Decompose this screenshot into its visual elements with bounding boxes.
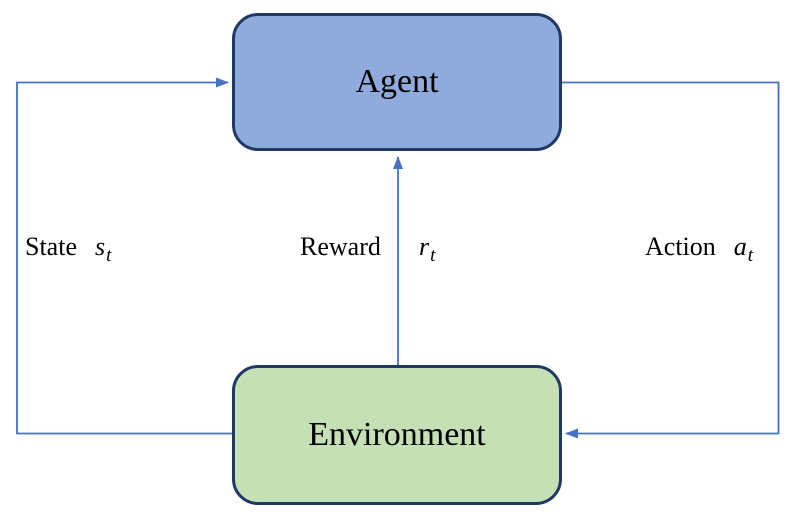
reward-subscript: t [430,245,436,266]
state-arrow [16,77,232,435]
state-symbol: s [95,232,106,261]
reward-symbol-label: rt [419,229,436,266]
action-symbol: a [733,232,747,261]
action-subscript: t [747,245,754,266]
action-arrow [562,81,780,439]
environment-node: Environment [232,365,562,505]
state-word: State [25,232,77,261]
state-subscript: t [106,245,112,266]
reward-word: Reward [300,232,381,261]
action-word: Action [645,232,716,261]
environment-node-label: Environment [308,416,486,453]
reward-symbol: r [419,232,430,261]
reward-label: Reward [300,229,381,265]
agent-node-label: Agent [355,63,439,100]
agent-node: Agent [232,13,562,151]
